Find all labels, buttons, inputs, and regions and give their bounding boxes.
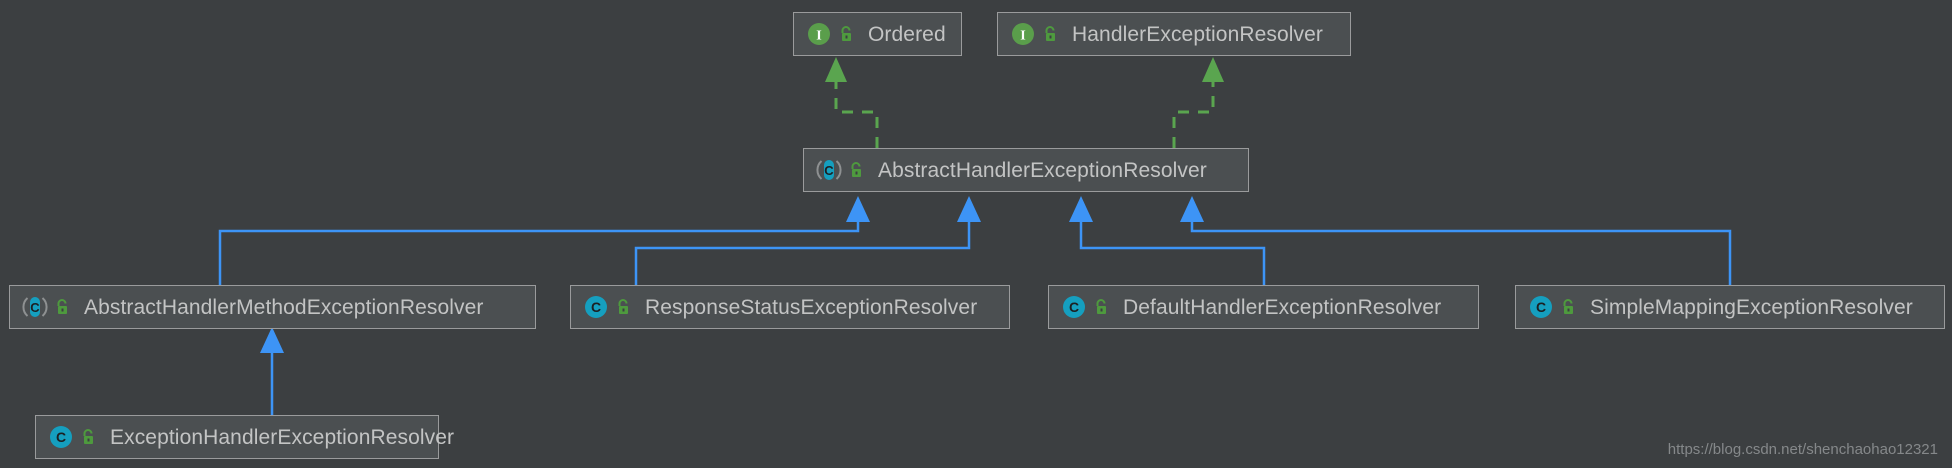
lock-icon xyxy=(57,299,67,314)
node-icons-default-handler-exception-resolver: C xyxy=(1061,294,1109,320)
watermark-text: https://blog.csdn.net/shenchaohao12321 xyxy=(1667,441,1938,458)
interface-icon: I xyxy=(808,23,830,45)
svg-text:C: C xyxy=(56,429,66,445)
interface-icon: I xyxy=(1012,23,1034,45)
svg-text:I: I xyxy=(1020,29,1025,44)
uml-node-label: AbstractHandlerMethodExceptionResolver xyxy=(84,295,484,319)
uml-node-label: HandlerExceptionResolver xyxy=(1072,22,1324,46)
node-icons-simple-mapping-exception-resolver: C xyxy=(1528,294,1576,320)
uml-node-label: SimpleMappingExceptionResolver xyxy=(1590,295,1913,319)
uml-node-label: ExceptionHandlerExceptionResolver xyxy=(110,425,455,449)
uml-node-default-handler-exception-resolver[interactable]: C DefaultHandlerExceptionResolver xyxy=(1048,285,1479,329)
class-icon: C xyxy=(1063,296,1085,318)
edge-extend-exception-handler xyxy=(260,327,284,415)
uml-node-simple-mapping-exception-resolver[interactable]: C SimpleMappingExceptionResolver xyxy=(1515,285,1945,329)
uml-node-label: Ordered xyxy=(868,22,946,46)
uml-node-label: DefaultHandlerExceptionResolver xyxy=(1123,295,1442,319)
uml-node-exception-handler-exception-resolver[interactable]: C ExceptionHandlerExceptionResolver xyxy=(35,415,454,459)
class-icon: C xyxy=(1530,296,1552,318)
node-icons-handler-exception-resolver: I xyxy=(1010,21,1058,47)
svg-text:C: C xyxy=(1536,299,1546,315)
lock-icon xyxy=(1563,299,1573,314)
node-icons-ordered: I xyxy=(806,21,854,47)
uml-node-response-status-exception-resolver[interactable]: C ResponseStatusExceptionResolver xyxy=(570,285,1010,329)
uml-node-ordered[interactable]: I Ordered xyxy=(793,12,962,56)
uml-node-handler-exception-resolver[interactable]: I HandlerExceptionResolver xyxy=(997,12,1351,56)
class-icon: C xyxy=(585,296,607,318)
edge-extend-default-handler xyxy=(1069,196,1266,285)
lock-icon xyxy=(618,299,628,314)
lock-icon xyxy=(851,162,861,177)
node-icons-abstract-handler-exception-resolver: C xyxy=(816,157,864,183)
uml-node-label: ResponseStatusExceptionResolver xyxy=(645,295,978,319)
lock-icon xyxy=(1045,26,1055,41)
lock-icon xyxy=(1096,299,1106,314)
edge-extend-simple-mapping xyxy=(1180,196,1732,285)
uml-node-abstract-handler-method-exception-resolver[interactable]: C AbstractHandlerMethodExceptionResolver xyxy=(9,285,536,329)
svg-text:C: C xyxy=(1069,299,1079,315)
abstract-class-icon: C xyxy=(816,160,842,180)
node-icons-exception-handler-exception-resolver: C xyxy=(48,424,96,450)
lock-icon xyxy=(841,26,851,41)
edge-extend-abstract-handler-method xyxy=(218,196,870,285)
class-icon: C xyxy=(50,426,72,448)
lock-icon xyxy=(83,429,93,444)
svg-text:I: I xyxy=(816,29,821,44)
node-icons-abstract-handler-method-exception-resolver: C xyxy=(22,294,70,320)
svg-text:C: C xyxy=(30,300,40,315)
uml-node-label: AbstractHandlerExceptionResolver xyxy=(878,158,1207,182)
edge-realize-ordered xyxy=(825,57,879,148)
edge-extend-response-status xyxy=(634,196,981,285)
abstract-class-icon: C xyxy=(22,297,48,317)
uml-node-abstract-handler-exception-resolver[interactable]: C AbstractHandlerExceptionResolver xyxy=(803,148,1249,192)
node-icons-response-status-exception-resolver: C xyxy=(583,294,631,320)
svg-text:C: C xyxy=(591,299,601,315)
svg-text:C: C xyxy=(824,163,834,178)
edge-realize-handler-exception-resolver xyxy=(1172,57,1224,148)
